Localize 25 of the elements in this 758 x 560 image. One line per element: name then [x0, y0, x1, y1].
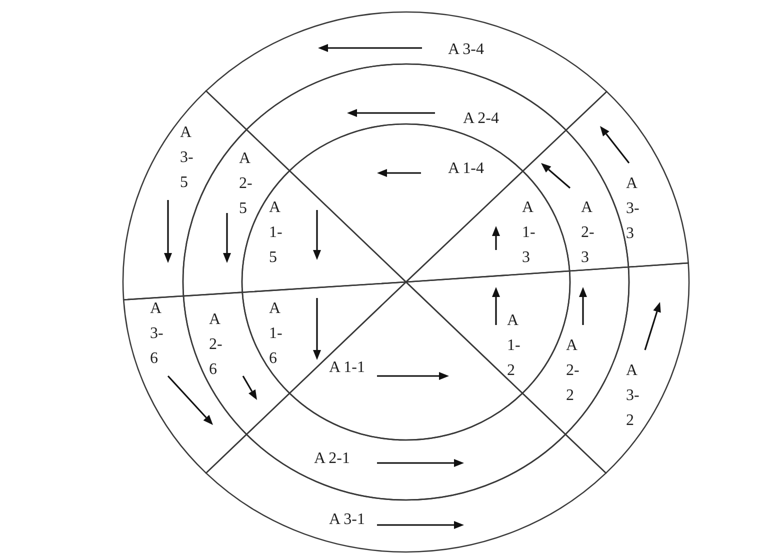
sector-label: A 1-2 — [507, 310, 522, 380]
ring-segment — [564, 262, 690, 475]
sector-label: A 2-6 — [209, 310, 224, 380]
sector-label: A 1-6 — [269, 298, 284, 368]
sector-label: A 3-6 — [150, 298, 164, 368]
sector-label: A 2-1 — [314, 449, 350, 469]
sector-label: A 1-3 — [522, 198, 536, 268]
sector-label: A 2-5 — [239, 148, 254, 218]
sector-label: A 2-2 — [566, 336, 580, 406]
sector-label: A 3-4 — [448, 40, 484, 60]
sector-label: A 3-1 — [329, 510, 365, 530]
sector-label: A 1-1 — [329, 358, 365, 378]
ring-segment — [565, 90, 690, 269]
sector-label: A 3-5 — [180, 122, 194, 192]
ring-segment — [205, 11, 608, 132]
sector-label: A 3-2 — [626, 360, 640, 430]
pie-sector — [241, 281, 407, 395]
sector-label: A 3-3 — [626, 174, 640, 244]
sector-label: A 2-3 — [581, 198, 596, 268]
sector-label: A 2-4 — [463, 109, 499, 129]
ring-segment — [122, 295, 248, 475]
ring-segment — [205, 433, 607, 553]
sector-label: A 1-5 — [269, 198, 284, 268]
sector-label: A 1-4 — [448, 159, 484, 179]
ring-segment — [182, 291, 291, 436]
